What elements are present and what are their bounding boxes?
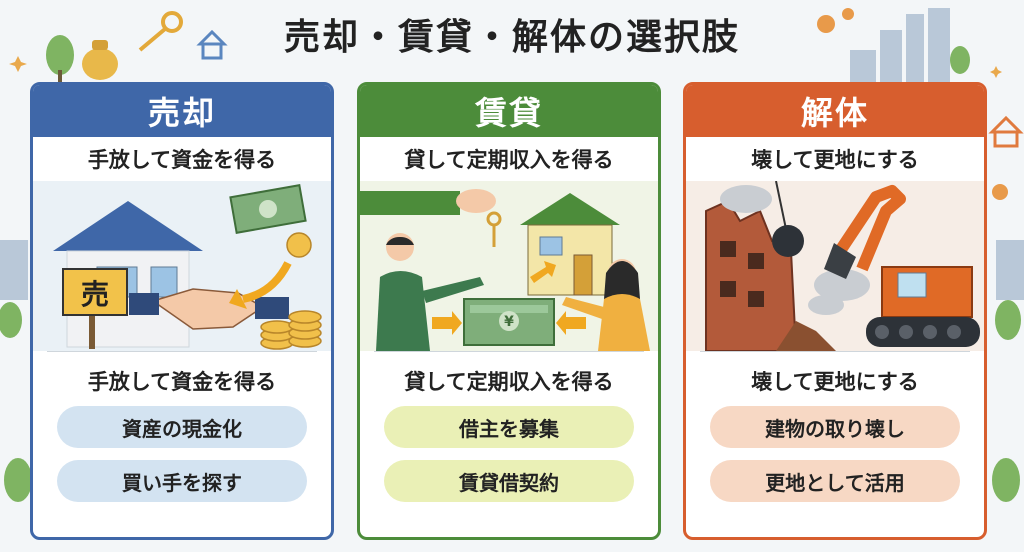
divider — [47, 351, 317, 352]
feature-pill: 更地として活用 — [710, 460, 960, 502]
arrow-icon — [229, 261, 292, 309]
feature-pill: 賃貸借契約 — [384, 460, 634, 502]
feature-pill: 資産の現金化 — [57, 406, 307, 448]
man-figure-icon — [376, 233, 484, 351]
card-subtitle: 貸して定期収入を得る — [404, 148, 614, 172]
rent-illustration: ¥ — [360, 181, 658, 351]
key-icon — [138, 11, 183, 52]
banknote-icon — [229, 184, 307, 234]
sale-sign-text: 売 — [81, 278, 109, 311]
broken-building-icon — [705, 199, 836, 351]
gear-icon — [817, 8, 1008, 200]
city-buildings-icon — [0, 8, 1024, 300]
excavator-icon — [824, 185, 980, 347]
woman-figure-icon — [562, 259, 650, 351]
yen-symbol: ¥ — [504, 314, 514, 330]
sale-sign-icon: 売 — [62, 268, 128, 349]
wrecking-ball-icon — [772, 181, 804, 257]
card-sell: 売却 手放して資金を得る 売 — [30, 82, 334, 540]
sparkle-icon — [9, 56, 1002, 78]
feature-pill: 買い手を探す — [57, 460, 307, 502]
small-house-icon — [196, 29, 228, 60]
feature-pill: 建物の取り壊し — [710, 406, 960, 448]
card-heading: 賃貸 — [360, 85, 658, 137]
coins-icon — [260, 232, 322, 350]
page-title: 売却・賃貸・解体の選択肢 — [283, 17, 740, 58]
hand-with-key-icon — [360, 189, 502, 247]
cash-stack-icon: ¥ — [463, 298, 555, 346]
money-bag-icon — [82, 40, 118, 80]
house-outline-icon — [988, 115, 1024, 148]
card-subtitle: 壊して更地にする — [751, 148, 919, 172]
card-summary: 手放して資金を得る — [87, 370, 277, 394]
dust-cloud-icon — [720, 185, 870, 315]
feature-pill: 借主を募集 — [384, 406, 634, 448]
card-subtitle: 手放して資金を得る — [87, 148, 277, 172]
card-heading: 解体 — [686, 85, 984, 137]
house-icon — [520, 193, 620, 296]
card-summary: 貸して定期収入を得る — [404, 370, 614, 394]
card-summary: 壊して更地にする — [751, 370, 919, 394]
divider — [700, 351, 970, 352]
card-demolish: 解体 壊して更地にする — [683, 82, 987, 540]
sell-illustration: 売 — [33, 181, 331, 351]
demolish-illustration — [686, 181, 984, 351]
divider — [374, 351, 644, 352]
tree-icon — [0, 35, 1021, 502]
arrow-icon — [432, 261, 586, 335]
card-rent: 賃貸 貸して定期収入を得る — [357, 82, 661, 540]
card-heading: 売却 — [33, 85, 331, 137]
